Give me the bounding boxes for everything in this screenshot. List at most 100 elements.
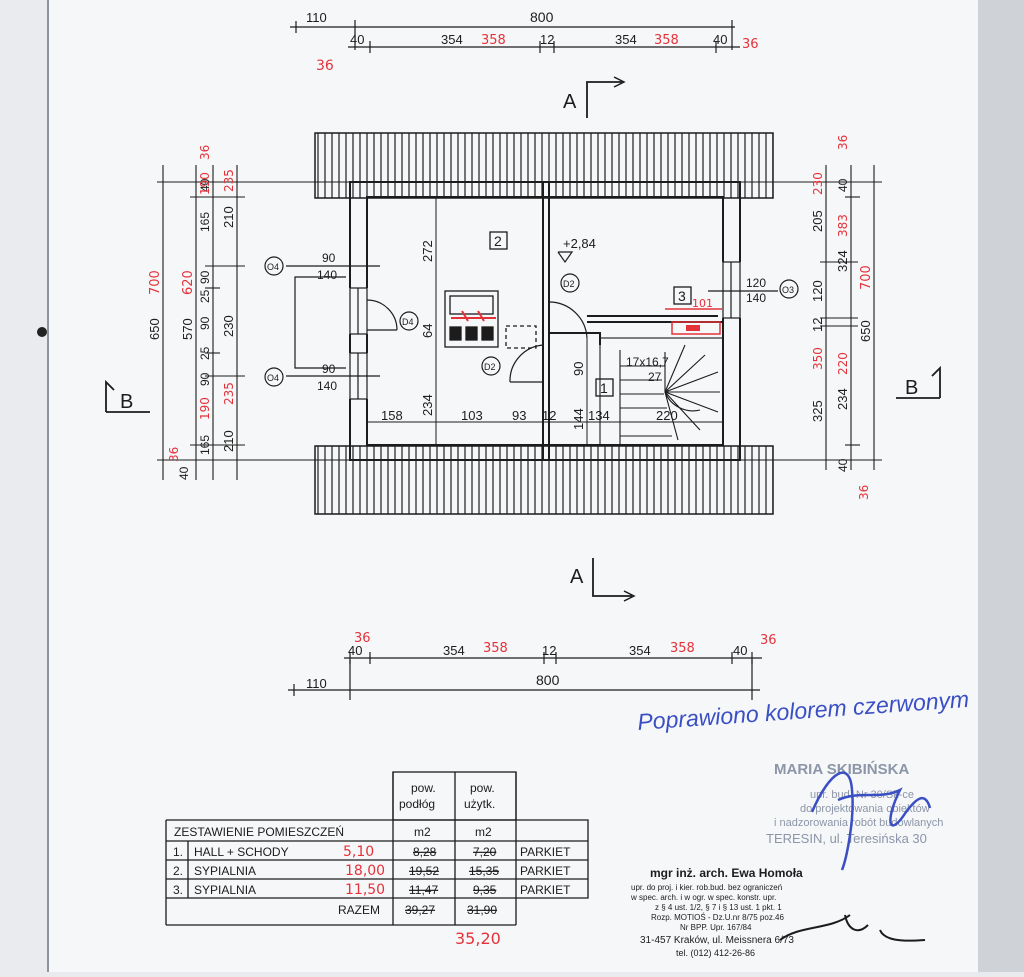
dim-12: 12 [542, 408, 556, 423]
section-label-b-right: B [905, 377, 918, 399]
stamp-skibinska-line-3: i nadzorowania robót budowlanych [774, 817, 943, 829]
section-label-a-top: A [563, 91, 577, 113]
dim-left-165-bottom: 165 [198, 435, 212, 455]
dim-left-230: 230 [221, 315, 236, 337]
room-box-3 [673, 286, 692, 305]
door-tag-d2-left-label: D2 [484, 362, 496, 372]
dim-right-324: 324 [835, 250, 850, 272]
row3-name: SYPIALNIA [194, 883, 256, 897]
door-tag-d4-label: D4 [402, 317, 414, 327]
room3-fix-dim: 101 [692, 297, 713, 310]
dimension-chain-right [740, 165, 882, 470]
dim-left-36-bottom: 36 [167, 447, 181, 462]
dim-left-90-b: 90 [198, 316, 212, 330]
dim-90: 90 [571, 362, 586, 376]
dimension-chain-top [290, 20, 740, 53]
row2-usable: 15,35 [469, 864, 499, 878]
dim-left-570: 570 [180, 318, 195, 340]
door-tag-d4 [399, 311, 419, 331]
window-box-left [286, 265, 380, 377]
row3-floor-fix: 11,50 [345, 882, 385, 898]
section-marker-a-bottom: A [570, 558, 636, 602]
dim-right-12: 12 [810, 318, 825, 332]
dim-272: 272 [420, 240, 435, 262]
dim-bottom-fix-3: 358 [670, 641, 695, 656]
room3-red-fill [686, 325, 700, 331]
table-unit-usable: m2 [475, 825, 492, 839]
window-o4-lower-width: 90 [322, 362, 336, 376]
window-tag-o3 [779, 279, 799, 299]
dim-bottom-seg-5: 40 [733, 643, 747, 658]
row1-floor-fix: 5,10 [343, 844, 374, 860]
table-unit-floor: m2 [414, 825, 431, 839]
room3-red-box [671, 321, 721, 335]
dim-top-fix-3: 358 [654, 33, 679, 48]
dim-bottom-fix-2: 358 [483, 641, 508, 656]
dim-right-36-top: 36 [836, 135, 850, 150]
row1-usable: 7,20 [473, 845, 497, 859]
stamp-homola-line-5: Nr BPP. Upr. 167/84 [680, 923, 752, 932]
dim-left-650: 650 [147, 318, 162, 340]
dim-top-total: 800 [530, 9, 554, 25]
dim-bottom-total: 800 [536, 672, 560, 688]
total-floor-fix: 35,20 [455, 929, 501, 948]
room-box-2 [489, 231, 508, 250]
table-row-3: 3. SYPIALNIA 11,50 11,47 9,35 PARKIET [173, 882, 571, 898]
signature-blue [810, 771, 932, 871]
dim-top-seg-5: 40 [713, 32, 727, 47]
punch-hole [37, 327, 47, 337]
dim-top-fix-1: 36 [316, 58, 334, 74]
door-swing-d4 [366, 299, 398, 331]
dim-right-383-fix: 383 [836, 214, 850, 237]
row1-floor: 8,28 [413, 845, 437, 859]
dim-right-350-fix: 350 [811, 347, 825, 370]
dim-top-fix-4: 36 [742, 37, 759, 52]
dim-bottom-seg-1: 40 [348, 643, 362, 658]
table-col-header-floor: podłóg [399, 797, 435, 811]
dim-top-fix-2: 358 [481, 33, 506, 48]
row2-finish: PARKIET [520, 864, 571, 878]
room-number-1: 1 [600, 380, 608, 396]
dim-right-40-bottom: 40 [836, 458, 850, 472]
dim-left-210-top: 210 [221, 206, 236, 228]
dim-right-700-fix: 700 [859, 265, 874, 290]
section-marker-b-right: B [896, 365, 941, 399]
row3-usable: 9,35 [473, 883, 497, 897]
row3-no: 3. [173, 883, 183, 897]
room-number-3: 3 [678, 288, 686, 304]
dim-left-190-top: 190 [198, 172, 212, 195]
stamp-skibinska-line-4: TERESIN, ul. Teresińska 30 [766, 831, 927, 846]
dim-bottom-fix-4: 36 [760, 633, 777, 648]
dim-left-210-bottom: 210 [221, 430, 236, 452]
dimension-chain-left [157, 165, 350, 480]
row2-no: 2. [173, 864, 183, 878]
row2-floor: 19,52 [409, 864, 439, 878]
total-label: RAZEM [338, 903, 380, 917]
room-number-2: 2 [494, 233, 502, 249]
signature-black [779, 914, 926, 942]
dim-134: 134 [588, 408, 610, 423]
dim-right-220: 220 [836, 352, 850, 375]
dim-234: 234 [420, 394, 435, 416]
total-usable: 31,90 [467, 903, 497, 917]
stamp-homola-line-4: Rozp. MOTIOŚ - Dz.U.nr 8/75 poz.46 [651, 913, 784, 922]
table-col-header-usable-line1: pow. [470, 781, 495, 795]
stamp-skibinska: MARIA SKIBIŃSKA upr. bud. Nr 30/Sk-ce do… [766, 761, 943, 846]
door-swing-d2-right [548, 301, 588, 339]
table-row-1: 1. HALL + SCHODY 5,10 8,28 7,20 PARKIET [173, 844, 571, 860]
table-title: ZESTAWIENIE POMIESZCZEŃ [174, 824, 344, 839]
dim-right-650: 650 [858, 320, 873, 342]
door-tag-d2-left [481, 356, 501, 376]
dim-left-165-top: 165 [198, 212, 212, 232]
dim-bottom-seg-2: 354 [443, 643, 465, 658]
stamp-homola-line-2: w spec. arch. i w ogr. w spec. konstr. u… [630, 893, 776, 902]
dim-bottom-seg-4: 354 [629, 643, 651, 658]
stamp-homola-name: mgr inż. arch. Ewa Homoła [650, 866, 803, 880]
dim-right-234: 234 [835, 388, 850, 410]
chimney-symbol [444, 290, 537, 349]
section-label-a-bottom: A [570, 566, 584, 588]
dim-left-235-bottom: 235 [222, 382, 236, 405]
dim-right-120: 120 [810, 280, 825, 302]
stamp-homola-line-7: tel. (012) 412-26-86 [676, 948, 755, 958]
